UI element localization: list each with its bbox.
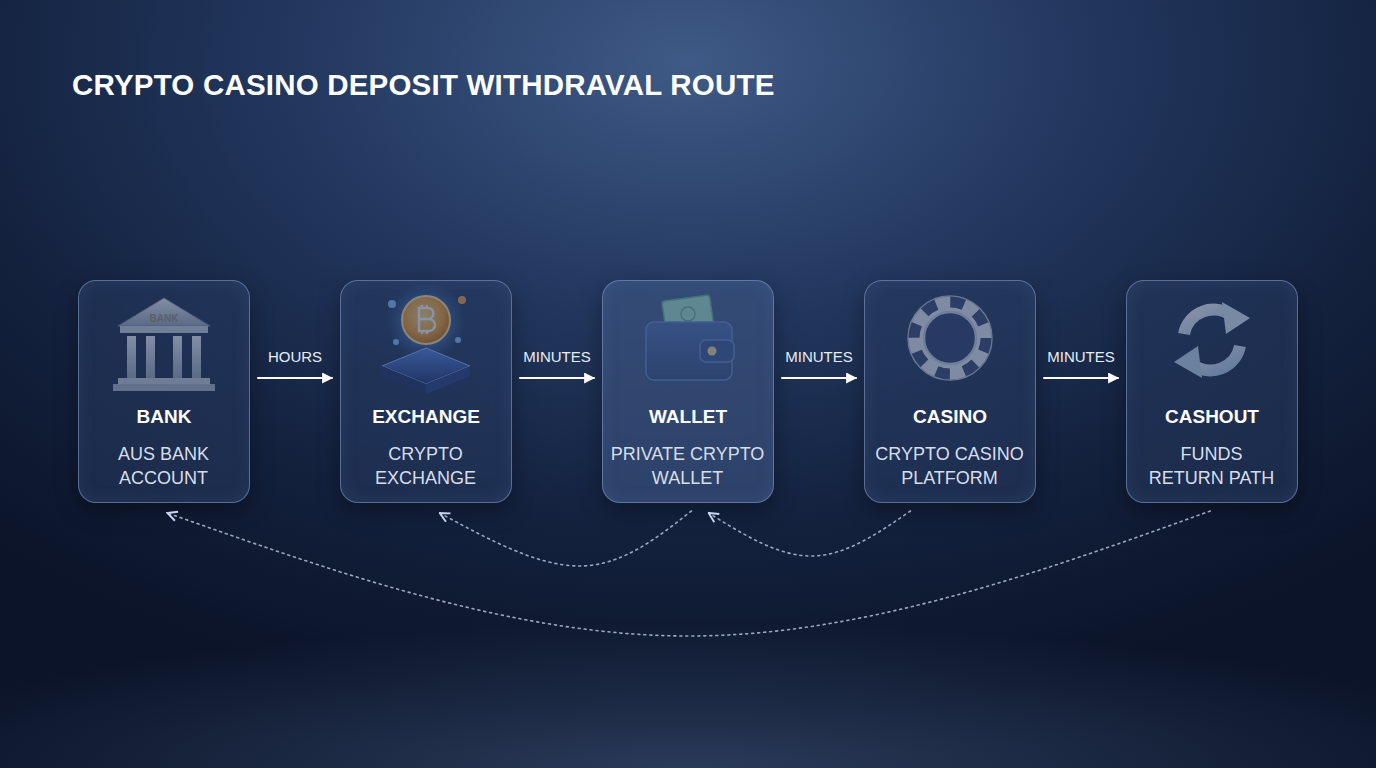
- floor-glow: [0, 560, 1376, 768]
- flow-arrow: [782, 377, 856, 379]
- transfer-time-label: MINUTES: [523, 348, 591, 365]
- node-heading: BANK: [79, 406, 249, 428]
- flow-arrow: [1044, 377, 1118, 379]
- node-description: PRIVATE CRYPTO WALLET: [603, 442, 773, 490]
- return-path-arrow: [440, 511, 692, 566]
- node-heading: CASHOUT: [1127, 406, 1297, 428]
- node-heading: CASINO: [865, 406, 1035, 428]
- flow-arrow: [520, 377, 594, 379]
- flow-arrow: [258, 377, 332, 379]
- node-description: CRYPTO CASINO PLATFORM: [870, 442, 1030, 490]
- process-box: EXCHANGE CRYPTO EXCHANGE: [340, 280, 512, 503]
- process-box: WALLET PRIVATE CRYPTO WALLET: [602, 280, 774, 503]
- return-path-arrow: [709, 511, 911, 556]
- transfer-time-label: MINUTES: [785, 348, 853, 365]
- node-description: FUNDS RETURN PATH: [1147, 442, 1277, 490]
- icon-label: BANK: [150, 313, 179, 324]
- node-description: CRYPTO EXCHANGE: [346, 442, 506, 490]
- node-heading: EXCHANGE: [341, 406, 511, 428]
- process-box: CASHOUT FUNDS RETURN PATH: [1126, 280, 1298, 503]
- node-description: AUS BANK ACCOUNT: [89, 442, 239, 490]
- transfer-time-label: MINUTES: [1047, 348, 1115, 365]
- return-path-arrow: [167, 511, 1210, 636]
- diagram-title: CRYPTO CASINO DEPOSIT WITHDRAVAL ROUTE: [72, 68, 775, 102]
- process-box: CASINO CRYPTO CASINO PLATFORM: [864, 280, 1036, 503]
- transfer-time-label: HOURS: [268, 348, 322, 365]
- node-heading: WALLET: [603, 406, 773, 428]
